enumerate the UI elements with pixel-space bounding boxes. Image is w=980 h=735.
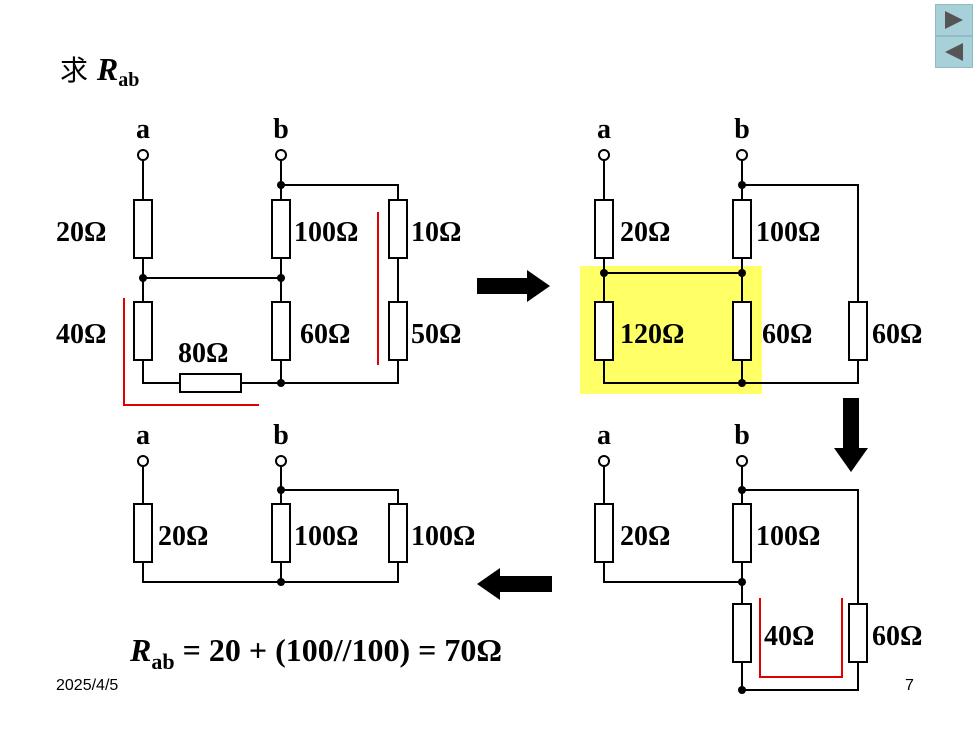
label-60-right: 60Ω — [872, 319, 922, 350]
resistor-40 — [133, 301, 153, 361]
label-100: 100Ω — [756, 521, 820, 552]
resistor-60-right — [848, 603, 868, 663]
label-a: a — [136, 114, 150, 145]
formula-expr: = 20 + (100//100) = 70Ω — [175, 632, 502, 668]
circuit-3-labels: a b 20Ω 100Ω 40Ω 60Ω — [597, 420, 922, 652]
resistor-80 — [179, 373, 242, 393]
label-60: 60Ω — [762, 319, 812, 350]
resistor-60-right — [848, 301, 868, 361]
resistor-20 — [133, 503, 153, 563]
label-20: 20Ω — [620, 521, 670, 552]
label-20: 20Ω — [620, 217, 670, 248]
circuit-1 — [133, 149, 408, 393]
resistor-40 — [732, 603, 752, 663]
terminal-b — [275, 149, 287, 161]
arrow-left — [477, 568, 552, 600]
label-b: b — [734, 114, 750, 145]
label-80: 80Ω — [178, 338, 228, 369]
circuit-3 — [594, 455, 868, 694]
formula-sub: ab — [151, 649, 174, 674]
arrow-right — [477, 270, 550, 302]
title-var: R — [96, 51, 118, 87]
label-100: 100Ω — [294, 521, 358, 552]
resistor-20 — [594, 199, 614, 259]
label-100: 100Ω — [756, 217, 820, 248]
label-b: b — [734, 420, 750, 451]
slide-date: 2025/4/5 — [56, 677, 119, 694]
terminal-a — [137, 149, 149, 161]
circuit-2-labels: a b 20Ω 100Ω 120Ω 60Ω 60Ω — [597, 114, 922, 350]
title-sub: ab — [118, 69, 139, 91]
formula-var: R — [129, 632, 151, 668]
label-a: a — [597, 114, 611, 145]
play-right-icon — [945, 11, 963, 29]
resistor-100 — [732, 199, 752, 259]
resistor-10 — [388, 199, 408, 259]
label-a: a — [597, 420, 611, 451]
resistor-100 — [732, 503, 752, 563]
next-slide-button[interactable] — [935, 4, 973, 36]
play-left-icon — [945, 43, 963, 61]
label-a: a — [136, 420, 150, 451]
result-formula: Rab = 20 + (100//100) = 70Ω — [129, 632, 502, 674]
circuit-2 — [594, 149, 868, 387]
resistor-20 — [133, 199, 153, 259]
label-10: 10Ω — [411, 217, 461, 248]
label-60: 60Ω — [300, 319, 350, 350]
resistor-50 — [388, 301, 408, 361]
resistor-20 — [594, 503, 614, 563]
label-60-right: 60Ω — [872, 621, 922, 652]
label-20: 20Ω — [56, 217, 106, 248]
circuit-4 — [133, 455, 408, 586]
resistor-100-right — [388, 503, 408, 563]
label-b: b — [273, 114, 289, 145]
slide-number: 7 — [905, 677, 914, 694]
label-40: 40Ω — [56, 319, 106, 350]
arrow-down — [834, 398, 868, 472]
label-100-right: 100Ω — [411, 521, 475, 552]
resistor-120 — [594, 301, 614, 361]
circuit-1-labels: a b 20Ω 40Ω 100Ω 60Ω 10Ω 50Ω 80Ω — [56, 114, 461, 369]
annotation-line-3 — [759, 598, 843, 678]
label-50: 50Ω — [411, 319, 461, 350]
prev-slide-button[interactable] — [935, 36, 973, 68]
label-b: b — [273, 420, 289, 451]
slide-title: 求 Rab — [60, 51, 139, 91]
label-20: 20Ω — [158, 521, 208, 552]
label-40: 40Ω — [764, 621, 814, 652]
resistor-60 — [732, 301, 752, 361]
title-prefix: 求 — [60, 54, 97, 87]
resistor-60 — [271, 301, 291, 361]
resistor-100 — [271, 503, 291, 563]
label-100: 100Ω — [294, 217, 358, 248]
resistor-100 — [271, 199, 291, 259]
annotation-lines-1 — [123, 212, 379, 406]
label-120: 120Ω — [620, 319, 684, 350]
circuit-4-labels: a b 20Ω 100Ω 100Ω — [136, 420, 475, 552]
